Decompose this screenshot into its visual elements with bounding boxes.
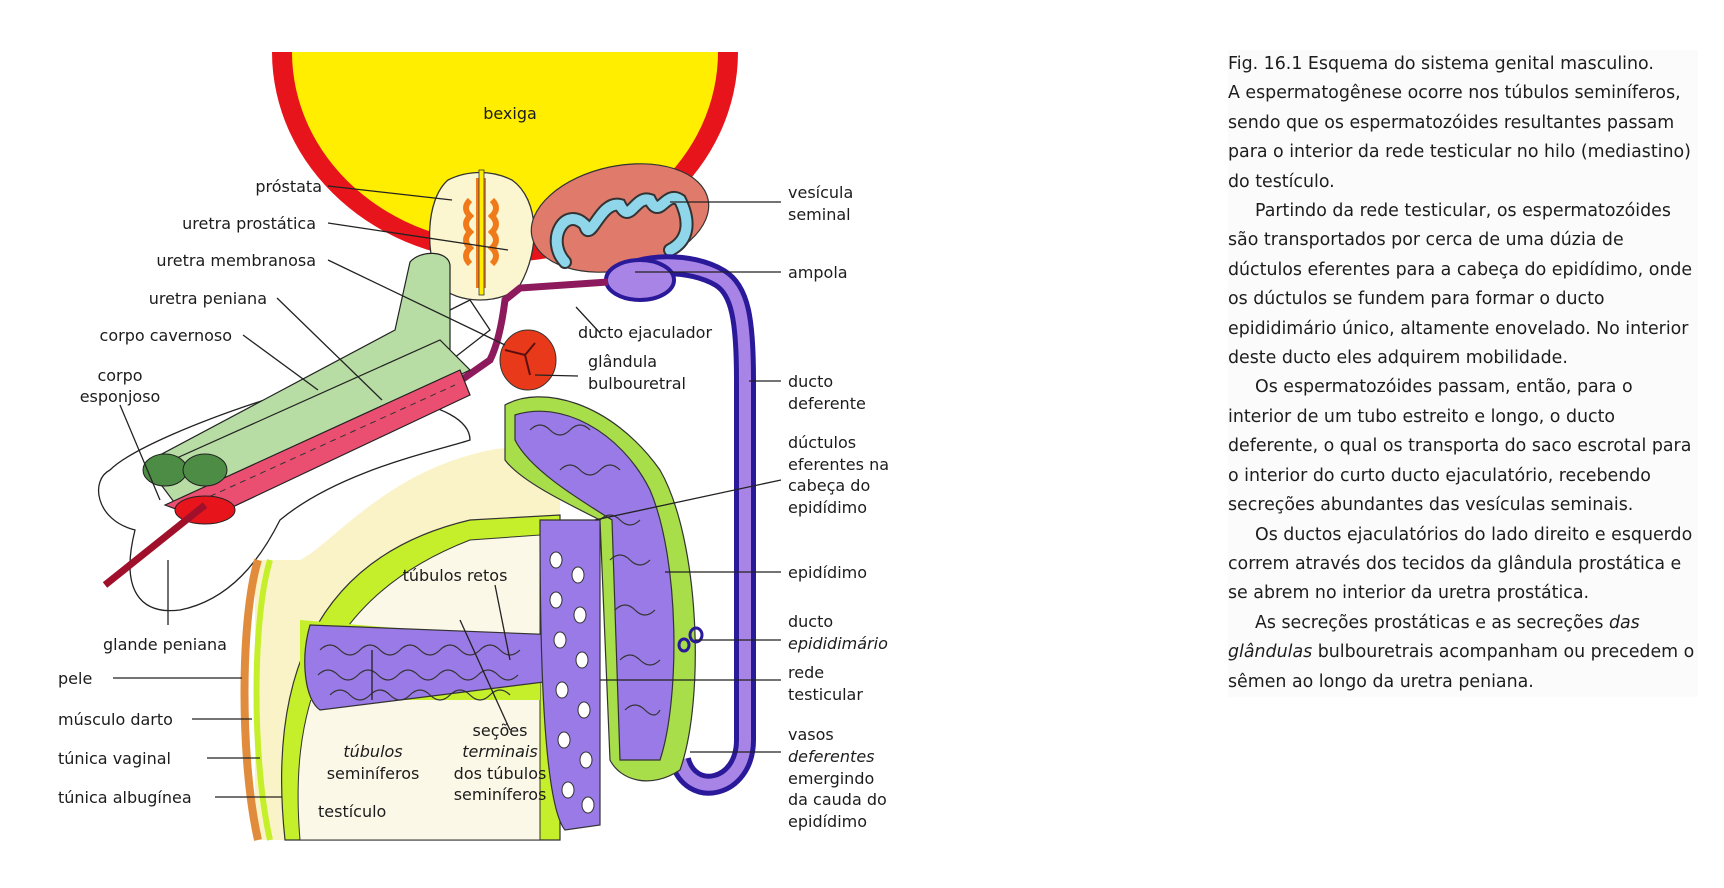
label-tubulos-seminiferos-2: seminíferos <box>327 764 420 783</box>
label-vasos-3: emergindo <box>788 769 874 788</box>
label-ducto-ejaculador: ducto ejaculador <box>578 323 712 342</box>
label-ductulos-1: dúctulos <box>788 433 856 452</box>
label-ducto-deferente-2: deferente <box>788 394 866 413</box>
label-tubulos-retos: túbulos retos <box>403 566 508 585</box>
leader-lines <box>113 185 782 798</box>
seminal-vesicle <box>530 163 710 273</box>
vas-deferens <box>604 254 756 796</box>
label-secoes-1: seções <box>473 721 528 740</box>
label-ducto-epididimario-2: epididimário <box>788 634 888 653</box>
penis <box>97 252 491 612</box>
caption-paragraph-1: A espermatogênese ocorre nos túbulos sem… <box>1228 83 1691 192</box>
label-secoes-4: seminíferos <box>454 785 547 804</box>
label-vasos-4: da cauda do <box>788 790 887 809</box>
epididymis <box>504 396 704 782</box>
label-bexiga: bexiga <box>483 104 537 123</box>
label-vesicula-2: seminal <box>788 205 851 224</box>
label-epididimo: epidídimo <box>788 563 867 582</box>
label-vesicula-1: vesícula <box>788 183 853 202</box>
label-corpo-cavernoso: corpo cavernoso <box>100 326 232 345</box>
label-glandula-2: bulbouretral <box>588 374 686 393</box>
ampulla <box>604 258 676 302</box>
label-secoes-2: terminais <box>462 742 537 761</box>
caption-paragraph-5: As secreções prostáticas e as secreções … <box>1228 609 1698 697</box>
label-glandula-1: glândula <box>588 352 657 371</box>
label-glande-peniana: glande peniana <box>103 635 227 654</box>
ejaculatory-duct <box>437 278 609 398</box>
label-corpo-esponjoso-1: corpo <box>97 366 142 385</box>
caption-p5-italic: das glândulas <box>1228 612 1640 663</box>
label-prostata: próstata <box>255 177 322 196</box>
label-testiculo: testículo <box>318 802 386 821</box>
label-vasos-5: epidídimo <box>788 812 867 831</box>
label-ampola: ampola <box>788 263 848 282</box>
label-tubulos-seminiferos-1: túbulos <box>343 742 402 761</box>
figure-caption: Fig. 16.1 Esquema do sistema genital mas… <box>1228 50 1698 697</box>
label-uretra-peniana: uretra peniana <box>149 289 267 308</box>
label-vasos-2: deferentes <box>788 747 875 766</box>
label-vasos-1: vasos <box>788 725 834 744</box>
caption-title: Fig. 16.1 Esquema do sistema genital mas… <box>1228 54 1654 74</box>
label-ductulos-3: cabeça do <box>788 476 870 495</box>
label-tunica-albuginea: túnica albugínea <box>58 788 192 807</box>
label-uretra-prostatica: uretra prostática <box>182 214 316 233</box>
bulbourethral-gland <box>499 329 557 391</box>
caption-paragraph-3: Os espermatozóides passam, então, para o… <box>1228 377 1692 516</box>
caption-paragraph-2: Partindo da rede testicular, os espermat… <box>1228 201 1693 369</box>
label-corpo-esponjoso-2: esponjoso <box>80 387 161 406</box>
caption-p5-rest: bulbouretrais acompanham ou precedem o s… <box>1228 642 1695 692</box>
label-musculo-darto: músculo darto <box>58 710 173 729</box>
label-pele: pele <box>58 669 92 688</box>
label-uretra-membranosa: uretra membranosa <box>156 251 316 270</box>
label-rede-2: testicular <box>788 685 863 704</box>
label-ducto-epididimario-1: ducto <box>788 612 833 631</box>
label-tunica-vaginal: túnica vaginal <box>58 749 171 768</box>
caption-paragraph-4: Os ductos ejaculatórios do lado direito … <box>1228 524 1693 604</box>
label-secoes-3: dos túbulos <box>454 764 547 783</box>
label-ductulos-4: epidídimo <box>788 498 867 517</box>
label-ducto-deferente-1: ducto <box>788 372 833 391</box>
label-ductulos-2: eferentes na <box>788 455 889 474</box>
male-reproductive-diagram: bexiga próstata uretra prostática uretra… <box>58 52 889 841</box>
testis <box>240 447 601 841</box>
label-rede-1: rede <box>788 663 824 682</box>
caption-p5-lead: As secreções prostáticas e as secreções <box>1255 612 1604 633</box>
